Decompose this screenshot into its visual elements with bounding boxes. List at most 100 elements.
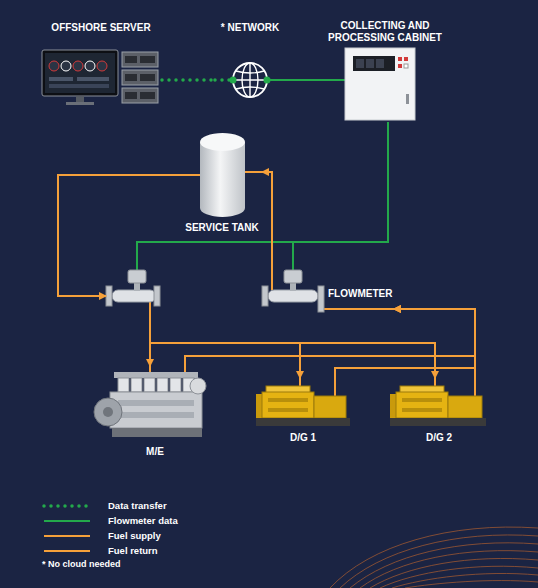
- tank-illustration-part: [200, 199, 245, 217]
- globe-icon: [215, 63, 285, 97]
- legend-line-sample: [44, 535, 90, 537]
- equipment-node: D/G 2: [386, 378, 492, 446]
- tank-illustration-part: [200, 142, 245, 208]
- node-label: FLOWMETER: [328, 288, 394, 300]
- server-illustration-part: [122, 52, 158, 67]
- node-label: SERVICE TANK: [182, 222, 262, 234]
- engine-illustration-part: [103, 407, 113, 417]
- legend-text: Flowmeter data: [108, 515, 178, 526]
- connector-group: [58, 80, 475, 378]
- cabinet-illustration-part: [398, 57, 402, 61]
- flowmeter-illustration-part: [106, 286, 112, 306]
- equipment-node: OFFSHORE SERVER: [40, 16, 162, 106]
- flowmeter-illustration-part: [268, 290, 318, 302]
- legend-line-sample: [44, 504, 90, 508]
- globe-icon-part: [264, 77, 271, 84]
- generator-illustration-part: [314, 396, 346, 418]
- data-line: [285, 79, 323, 81]
- decor-arcs-part: [380, 566, 538, 588]
- generator-illustration-part: [262, 392, 314, 418]
- server-illustration-part: [85, 61, 95, 71]
- flowmeter-illustration-part: [271, 264, 273, 290]
- flowmeter-illustration-part: [322, 308, 396, 310]
- fuel-pipe: [394, 309, 475, 378]
- decor-arcs-part: [392, 573, 538, 588]
- generator-illustration: [390, 376, 486, 426]
- flowmeter-illustration-part: [318, 286, 324, 312]
- server-illustration-part: [49, 61, 59, 71]
- server-illustration-part: [73, 61, 83, 71]
- footnote: * No cloud needed: [42, 559, 121, 569]
- equipment-node: COLLECTING AND PROCESSING CABINET: [323, 16, 447, 122]
- fuel-pipe: [262, 172, 272, 266]
- server-illustration-part: [125, 92, 137, 99]
- legend-sample: [42, 531, 92, 541]
- node-label: OFFSHORE SERVER: [40, 22, 162, 34]
- tank-illustration-part: [200, 133, 245, 151]
- flowmeter-illustration-part: [128, 270, 146, 283]
- server-illustration-part: [125, 74, 137, 81]
- flowmeter-illustration-part: [284, 270, 302, 283]
- generator-illustration-part: [402, 398, 442, 402]
- generator-illustration-part: [396, 392, 448, 418]
- engine-illustration-part: [131, 378, 142, 392]
- cabinet-illustration-part: [404, 64, 408, 68]
- legend-row: Fuel return: [42, 543, 178, 558]
- globe-icon-part: [233, 79, 267, 80]
- engine-illustration-part: [144, 378, 155, 392]
- flowmeter-illustration-part: [262, 286, 268, 306]
- legend-line-sample: [44, 550, 90, 552]
- generator-illustration-part: [474, 376, 476, 398]
- fuel-pipe: [335, 309, 475, 378]
- globe-icon-part: [236, 71, 264, 73]
- decor-arcs-part: [350, 543, 538, 588]
- flowmeter-illustration-part: [154, 286, 160, 306]
- tank-illustration-part: [180, 174, 202, 176]
- legend-line-sample: [44, 520, 90, 522]
- cabinet-illustration-part: [404, 57, 408, 61]
- flowmeter-illustration: [106, 262, 160, 314]
- equipment-node: [106, 266, 160, 312]
- generator-illustration-part: [402, 408, 442, 412]
- legend-text: Data transfer: [108, 500, 167, 511]
- node-label: COLLECTING AND PROCESSING CABINET: [323, 20, 447, 44]
- cabinet-illustration-part: [398, 64, 402, 68]
- cabinet-illustration-part: [353, 56, 395, 71]
- generator-illustration-part: [268, 398, 308, 402]
- server-illustration-part: [45, 53, 115, 93]
- equipment-node: FLOWMETER: [256, 266, 394, 312]
- flowmeter-illustration: [262, 262, 396, 312]
- data-line: [137, 122, 388, 266]
- fuel-pipe: [150, 312, 300, 378]
- generator-illustration-part: [390, 418, 486, 426]
- cabinet-illustration-part: [356, 59, 364, 68]
- server-illustration-part: [122, 70, 158, 85]
- legend: Data transferFlowmeter dataFuel supplyFu…: [42, 498, 178, 558]
- tank-illustration-part: [243, 171, 264, 173]
- node-label: * NETWORK: [215, 22, 285, 34]
- legend-row: Data transfer: [42, 498, 178, 513]
- engine-illustration-part: [112, 428, 202, 437]
- equipment-node: * NETWORK: [215, 16, 285, 100]
- server-illustration-part: [49, 77, 73, 81]
- engine-illustration-part: [94, 398, 122, 426]
- decor-arcs-part: [370, 558, 538, 588]
- server-illustration-part: [140, 56, 155, 63]
- server-illustration-part: [122, 88, 158, 103]
- fuel-pipe: [58, 175, 182, 296]
- legend-sample: [42, 516, 92, 526]
- legend-sample: [42, 546, 92, 556]
- node-label: M/E: [98, 446, 212, 458]
- engine-illustration-part: [118, 378, 129, 392]
- engine-illustration-part: [118, 400, 194, 406]
- data-line: [293, 122, 388, 266]
- decor-arcs: [330, 527, 538, 588]
- engine-illustration: [94, 364, 206, 437]
- data-line: [162, 78, 215, 82]
- generator-illustration: [256, 376, 350, 426]
- legend-sample: [42, 501, 92, 511]
